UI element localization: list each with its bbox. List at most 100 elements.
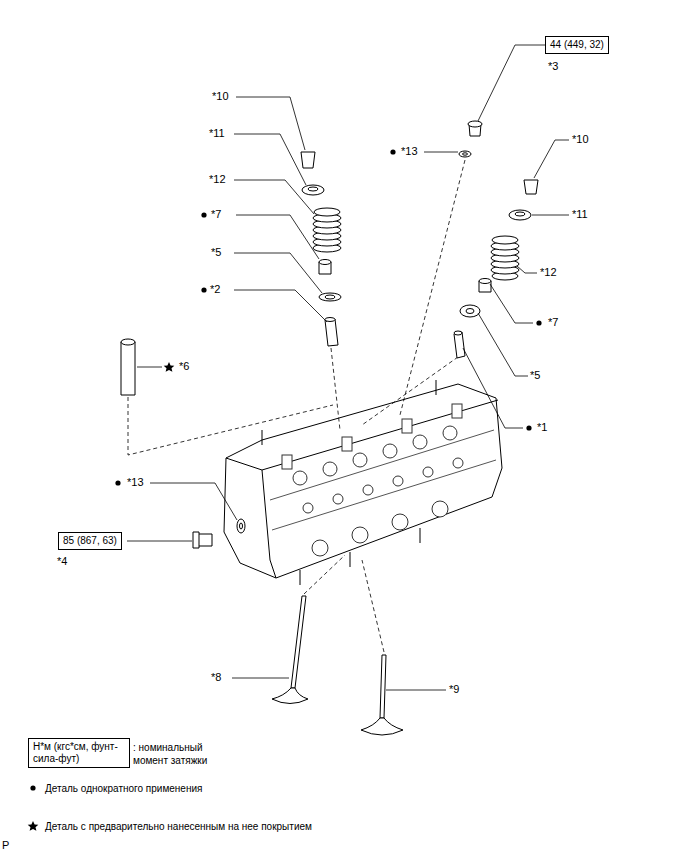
valve-parts bbox=[301, 152, 315, 168]
cylinder-head bbox=[226, 400, 498, 470]
cylinder-head bbox=[224, 380, 502, 585]
valve-parts bbox=[319, 293, 341, 301]
leader-line bbox=[236, 215, 319, 259]
leader-line bbox=[478, 313, 528, 376]
valve-parts bbox=[308, 187, 318, 191]
callout-number: *5 bbox=[211, 246, 221, 259]
cylinder-head bbox=[282, 455, 292, 469]
valve-parts bbox=[479, 279, 491, 284]
valve-parts bbox=[325, 318, 335, 322]
leader-line bbox=[137, 367, 162, 368]
valve-parts bbox=[240, 523, 243, 529]
leader-line bbox=[127, 45, 569, 690]
cylinder-head bbox=[262, 470, 276, 578]
callout-number: *10 bbox=[212, 90, 229, 103]
single-use-mark bbox=[536, 320, 541, 325]
torque-box: 44 (449, 32) bbox=[545, 36, 609, 54]
leader-line bbox=[234, 253, 322, 293]
leader-line bbox=[236, 97, 305, 150]
single-use-mark bbox=[30, 149, 541, 790]
callout-number: *3 bbox=[548, 60, 558, 73]
assembly-line bbox=[362, 560, 384, 652]
leader-line bbox=[234, 134, 306, 185]
precoated-mark bbox=[28, 821, 39, 831]
cylinder-head bbox=[353, 453, 367, 467]
valve-parts bbox=[325, 295, 335, 299]
callout-number: *7 bbox=[211, 208, 221, 221]
leader-line bbox=[490, 284, 533, 323]
leader-line bbox=[463, 348, 523, 428]
assembly-line bbox=[362, 357, 458, 425]
valve-parts bbox=[319, 260, 331, 265]
cylinder-head bbox=[270, 430, 494, 500]
cylinder-head bbox=[363, 485, 373, 495]
callout-number: *11 bbox=[209, 127, 225, 140]
valve-parts bbox=[291, 596, 306, 688]
cylinder-head bbox=[423, 467, 433, 477]
single-use-mark bbox=[201, 212, 206, 217]
valve-parts bbox=[492, 236, 518, 244]
valve-parts bbox=[121, 342, 135, 395]
cylinder-head bbox=[282, 404, 463, 556]
callout-number: *11 bbox=[572, 208, 588, 221]
cylinder-head bbox=[393, 476, 403, 486]
precoated-mark bbox=[164, 362, 175, 372]
single-use-mark bbox=[115, 480, 120, 485]
cylinder-head bbox=[333, 494, 343, 504]
legend-text: : номинальный момент затяжки bbox=[133, 741, 225, 767]
single-use-mark bbox=[201, 287, 206, 292]
valve-parts bbox=[314, 208, 340, 216]
leader-line bbox=[127, 541, 192, 542]
callout-number: *13 bbox=[401, 145, 418, 158]
leader-line bbox=[386, 690, 446, 691]
box-text: 44 (449, 32) bbox=[550, 39, 604, 51]
single-use-mark bbox=[526, 425, 531, 430]
valve-parts bbox=[524, 180, 538, 194]
valve-parts bbox=[463, 153, 468, 155]
callout-number: *7 bbox=[548, 316, 558, 329]
leader-line bbox=[534, 140, 569, 178]
cylinder-head bbox=[303, 503, 313, 513]
leader-line bbox=[234, 290, 327, 322]
valve-parts bbox=[460, 305, 480, 317]
cylinder-head bbox=[312, 540, 328, 556]
legend-text: Деталь однократного применения bbox=[45, 782, 445, 795]
leader-line bbox=[424, 152, 458, 153]
valve-parts bbox=[121, 121, 538, 735]
valve-parts bbox=[468, 121, 482, 127]
cylinder-head bbox=[224, 384, 502, 578]
cylinder-head bbox=[452, 404, 462, 418]
leader-line bbox=[150, 483, 237, 520]
cylinder-head bbox=[352, 527, 368, 543]
cylinder-head bbox=[402, 419, 412, 433]
valve-parts bbox=[302, 185, 324, 195]
cylinder-head bbox=[323, 462, 337, 476]
box-text: 85 (867, 63) bbox=[63, 535, 117, 547]
callout-number: *5 bbox=[530, 369, 540, 382]
callout-number: *2 bbox=[210, 283, 220, 296]
single-use-mark bbox=[30, 785, 35, 790]
callout-number: *10 bbox=[572, 133, 589, 146]
cylinder-head bbox=[443, 426, 457, 440]
callout-number: *12 bbox=[540, 266, 557, 279]
leader-line bbox=[232, 678, 289, 679]
callout-number: *8 bbox=[211, 671, 221, 684]
valve-parts bbox=[272, 688, 308, 704]
cylinder-head bbox=[262, 380, 436, 585]
leader-line bbox=[478, 45, 545, 121]
callout-number: *1 bbox=[537, 421, 547, 434]
valve-parts bbox=[459, 151, 471, 157]
valve-parts bbox=[325, 319, 338, 346]
callout-number: *4 bbox=[57, 555, 67, 568]
assembly-line bbox=[331, 348, 340, 430]
cylinder-head bbox=[383, 444, 397, 458]
valve-parts bbox=[193, 532, 199, 548]
assembly-line bbox=[400, 160, 465, 415]
legend-text: Деталь с предварительно нанесенным на не… bbox=[45, 820, 445, 833]
valve-parts bbox=[466, 309, 474, 314]
leader-line bbox=[234, 180, 314, 214]
assembly-line bbox=[304, 555, 345, 594]
cylinder-head bbox=[453, 458, 463, 468]
